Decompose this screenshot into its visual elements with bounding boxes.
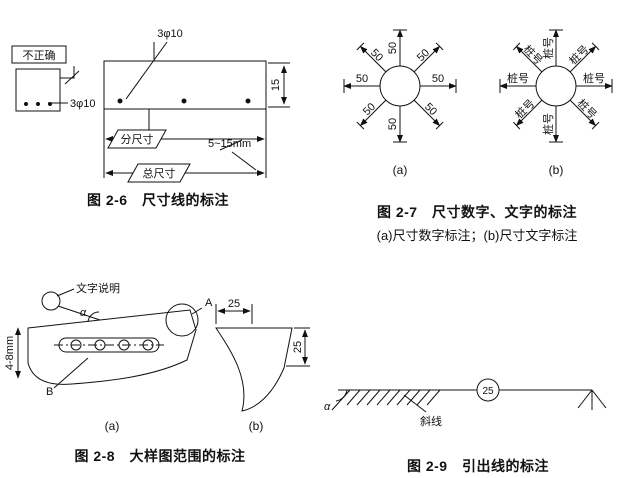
fig28-labels: 文字说明 α 4-8mm A B 25 25 bbox=[4, 281, 304, 398]
wrong-termination-mark bbox=[60, 66, 75, 79]
fig26-drawing: 不正确 3φ10 3φ10 15 5~15mm 分尺寸 总尺寸 bbox=[11, 28, 290, 183]
slant-leader bbox=[403, 394, 427, 413]
pile-b-spokes bbox=[499, 29, 613, 143]
alpha-label: α bbox=[80, 307, 87, 319]
dim-number: 50 bbox=[361, 101, 378, 118]
fig27-sublabels: (a) (b) bbox=[393, 163, 564, 177]
fig27-caption: 图 2-7 尺寸数字、文字的标注 bbox=[376, 204, 578, 220]
fig26-labels: 不正确 3φ10 3φ10 15 5~15mm 分尺寸 总尺寸 bbox=[23, 28, 283, 180]
note-label: 文字说明 bbox=[76, 281, 120, 295]
dim-text: 桩号 bbox=[541, 37, 555, 59]
alpha-arc bbox=[87, 311, 100, 323]
rebar-dots bbox=[24, 98, 251, 106]
dim-text: 桩号 bbox=[507, 71, 529, 85]
figure-2-7: 50 50 50 50 50 50 50 50 桩号 bbox=[318, 4, 636, 244]
total-dim-label: 总尺寸 bbox=[143, 166, 176, 180]
incorrect-label: 不正确 bbox=[23, 49, 56, 62]
fig26-linework bbox=[11, 41, 290, 178]
dim-text: 桩号 bbox=[566, 42, 591, 67]
fig29-drawing: α 25 斜线 bbox=[324, 378, 607, 428]
fig27-subcaption: (a)尺寸数字标注；(b)尺寸文字标注 bbox=[376, 228, 578, 243]
fig28b-linework bbox=[215, 304, 310, 412]
fig28a-linework bbox=[14, 288, 203, 389]
fig29-caption: 图 2-9 引出线的标注 bbox=[406, 458, 550, 474]
dim-number: 50 bbox=[387, 118, 399, 130]
dim-text: 桩号 bbox=[575, 96, 600, 121]
fig27-drawing: 50 50 50 50 50 50 50 50 桩号 bbox=[343, 29, 613, 177]
pile-a-labels: 50 50 50 50 50 50 50 50 bbox=[356, 42, 444, 130]
figure-2-6: 不正确 3φ10 3φ10 15 5~15mm 分尺寸 总尺寸 图 2-6 尺寸… bbox=[4, 6, 312, 210]
label-b: (b) bbox=[549, 163, 564, 177]
hatch-strokes bbox=[331, 389, 441, 411]
dim-number: 50 bbox=[368, 47, 385, 64]
fig28-sublabels: (a) (b) bbox=[105, 419, 264, 433]
alpha-label: α bbox=[324, 401, 331, 413]
fig28-drawing: 文字说明 α 4-8mm A B 25 25 (a) (b) bbox=[4, 281, 310, 433]
dim-text: 桩号 bbox=[541, 113, 555, 135]
label-b: (b) bbox=[249, 419, 264, 433]
dim-text: 桩号 bbox=[583, 71, 605, 85]
circle-number: 25 bbox=[482, 386, 494, 397]
A-label: A bbox=[205, 297, 213, 309]
rebar-label-left: 3φ10 bbox=[70, 98, 96, 110]
plate-outline bbox=[27, 309, 197, 385]
beam-outline bbox=[103, 60, 267, 110]
slant-label: 斜线 bbox=[420, 414, 442, 428]
dim-25-h: 25 bbox=[228, 298, 240, 310]
rebar-label-top: 3φ10 bbox=[157, 28, 183, 40]
dim-number: 50 bbox=[387, 42, 399, 54]
pile-circle-a bbox=[379, 65, 421, 107]
pile-circle-b bbox=[535, 65, 577, 107]
dim-number: 50 bbox=[422, 101, 439, 118]
figure-2-9: α 25 斜线 图 2-9 引出线的标注 bbox=[320, 362, 636, 476]
fig26-caption: 图 2-6 尺寸线的标注 bbox=[86, 192, 230, 208]
range-label: 4-8mm bbox=[4, 336, 16, 370]
number-circle bbox=[476, 378, 500, 402]
sub-dim-box bbox=[107, 129, 167, 149]
dim-number: 50 bbox=[356, 73, 368, 85]
fig29-linework bbox=[331, 378, 607, 413]
small-section-square bbox=[15, 68, 61, 112]
dim-25-v: 25 bbox=[292, 341, 304, 353]
incorrect-label-box bbox=[11, 45, 67, 64]
terrain-foot-symbol bbox=[577, 389, 607, 410]
label-a: (a) bbox=[105, 419, 120, 433]
dim-number: 50 bbox=[432, 73, 444, 85]
gusset-outline bbox=[215, 327, 293, 412]
dim-number: 50 bbox=[415, 47, 432, 64]
detail-boundary-circle-A bbox=[165, 303, 199, 337]
total-dim-box bbox=[127, 163, 191, 183]
dim-15-label: 15 bbox=[270, 79, 282, 91]
alpha-arc bbox=[335, 389, 348, 402]
leader-end-circle bbox=[41, 291, 61, 311]
slot-outline bbox=[58, 337, 160, 353]
sub-dim-label: 分尺寸 bbox=[121, 132, 154, 146]
B-label: B bbox=[46, 386, 53, 398]
fig28-caption: 图 2-8 大样图范围的标注 bbox=[74, 448, 246, 464]
fig29-labels: α 25 斜线 bbox=[324, 386, 494, 428]
label-a: (a) bbox=[393, 163, 408, 177]
spacing-label: 5~15mm bbox=[208, 138, 251, 150]
pile-a-spokes bbox=[343, 29, 457, 143]
figure-2-8: 文字说明 α 4-8mm A B 25 25 (a) (b) 图 2-8 大样图… bbox=[4, 268, 316, 466]
dim-text: 桩号 bbox=[512, 96, 537, 121]
